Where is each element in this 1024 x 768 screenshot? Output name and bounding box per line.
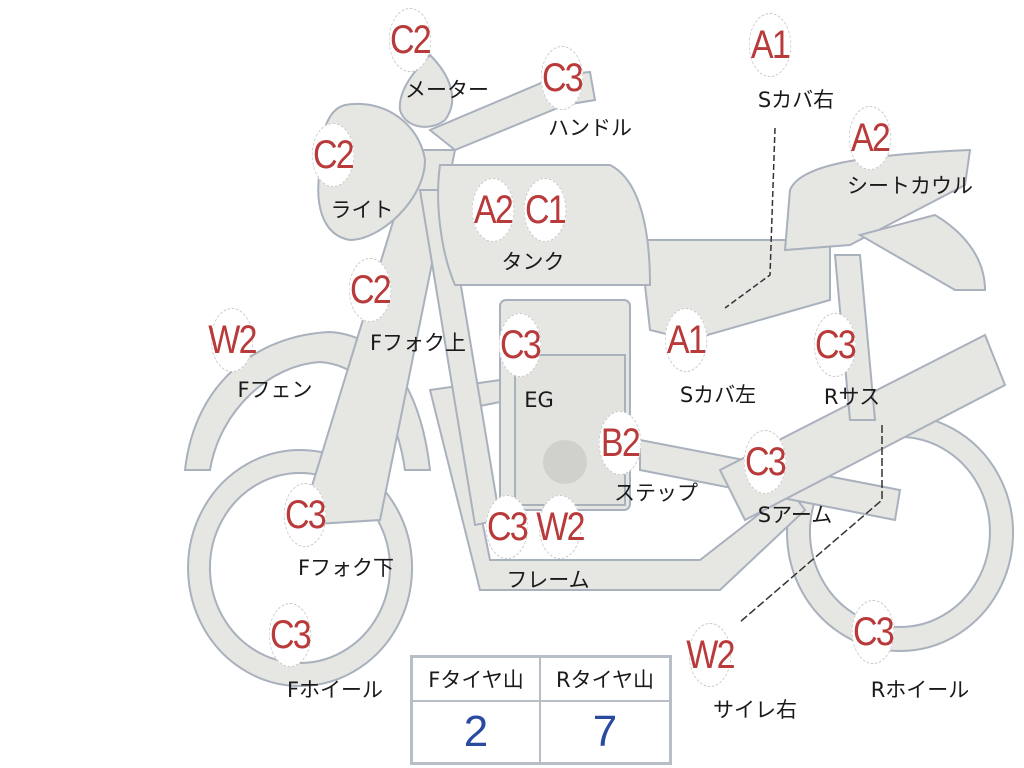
- silencer-shape: [718, 333, 1007, 522]
- part-label-side-cover-left: Sカバ左: [679, 383, 757, 407]
- front-tire-value: 2: [413, 702, 541, 762]
- meter-shape: [398, 53, 454, 128]
- grade-badge-front-wheel: C3: [268, 603, 312, 667]
- grade-badge-rear-wheel: C3: [851, 600, 895, 664]
- grade-badge-silencer-right: W2: [686, 623, 735, 687]
- part-label-seat-cowl: シートカウル: [847, 174, 973, 198]
- part-label-step: ステップ: [614, 481, 698, 505]
- grade-badge-tank: C1: [523, 178, 567, 242]
- part-label-light: ライト: [330, 198, 394, 222]
- grade-badge-step: B2: [598, 411, 642, 475]
- grade-badge-meter: C2: [388, 8, 432, 72]
- leader-line-silencer-right: [739, 425, 883, 623]
- grade-badge-front-fender: W2: [208, 308, 258, 372]
- grade-badge-frame: C3: [485, 495, 529, 559]
- grade-badge-handle: C3: [540, 46, 584, 110]
- part-label-front-fork-lower: Fフォク下: [297, 556, 395, 580]
- grade-badge-front-fork-upper: C2: [348, 258, 392, 322]
- rear-tire-header: Rタイヤ山: [541, 658, 669, 702]
- part-label-front-wheel: Fホイール: [286, 678, 384, 702]
- front-fork-shape: [298, 149, 457, 527]
- grade-badge-rear-suspension: C3: [813, 313, 857, 377]
- grade-badge-light: C2: [311, 123, 355, 187]
- part-label-handle: ハンドル: [548, 116, 632, 140]
- part-label-engine: EG: [524, 388, 554, 412]
- part-label-meter: メーター: [405, 78, 489, 102]
- front-tire-header: Fタイヤ山: [413, 658, 541, 702]
- tire-tread-table: Fタイヤ山 Rタイヤ山 2 7: [410, 655, 672, 765]
- grade-badge-front-fork-lower: C3: [283, 483, 327, 547]
- rear-tire-value: 7: [592, 707, 618, 756]
- part-label-rear-suspension: Rサス: [823, 385, 881, 409]
- grade-badge-seat-cowl: A2: [848, 106, 892, 170]
- part-label-front-fork-upper: Fフォク上: [369, 331, 467, 355]
- part-label-side-cover-right: Sカバ右: [757, 88, 835, 112]
- part-label-silencer-right: サイレ右: [713, 698, 797, 722]
- grade-badge-frame: W2: [536, 495, 585, 559]
- grade-badge-swing-arm: C3: [743, 430, 787, 494]
- part-label-swing-arm: Sアーム: [757, 503, 833, 527]
- leader-line-side-cover-right: [724, 127, 776, 309]
- part-label-rear-wheel: Rホイール: [870, 678, 970, 702]
- grade-badge-side-cover-left: A1: [664, 308, 708, 372]
- grade-badge-tank: A2: [471, 178, 515, 242]
- grade-badge-engine: C3: [498, 313, 542, 377]
- grade-badge-side-cover-right: A1: [748, 13, 792, 77]
- part-label-tank: タンク: [501, 250, 565, 274]
- part-label-front-fender: Fフェン: [237, 378, 313, 402]
- part-label-frame: フレーム: [506, 568, 590, 592]
